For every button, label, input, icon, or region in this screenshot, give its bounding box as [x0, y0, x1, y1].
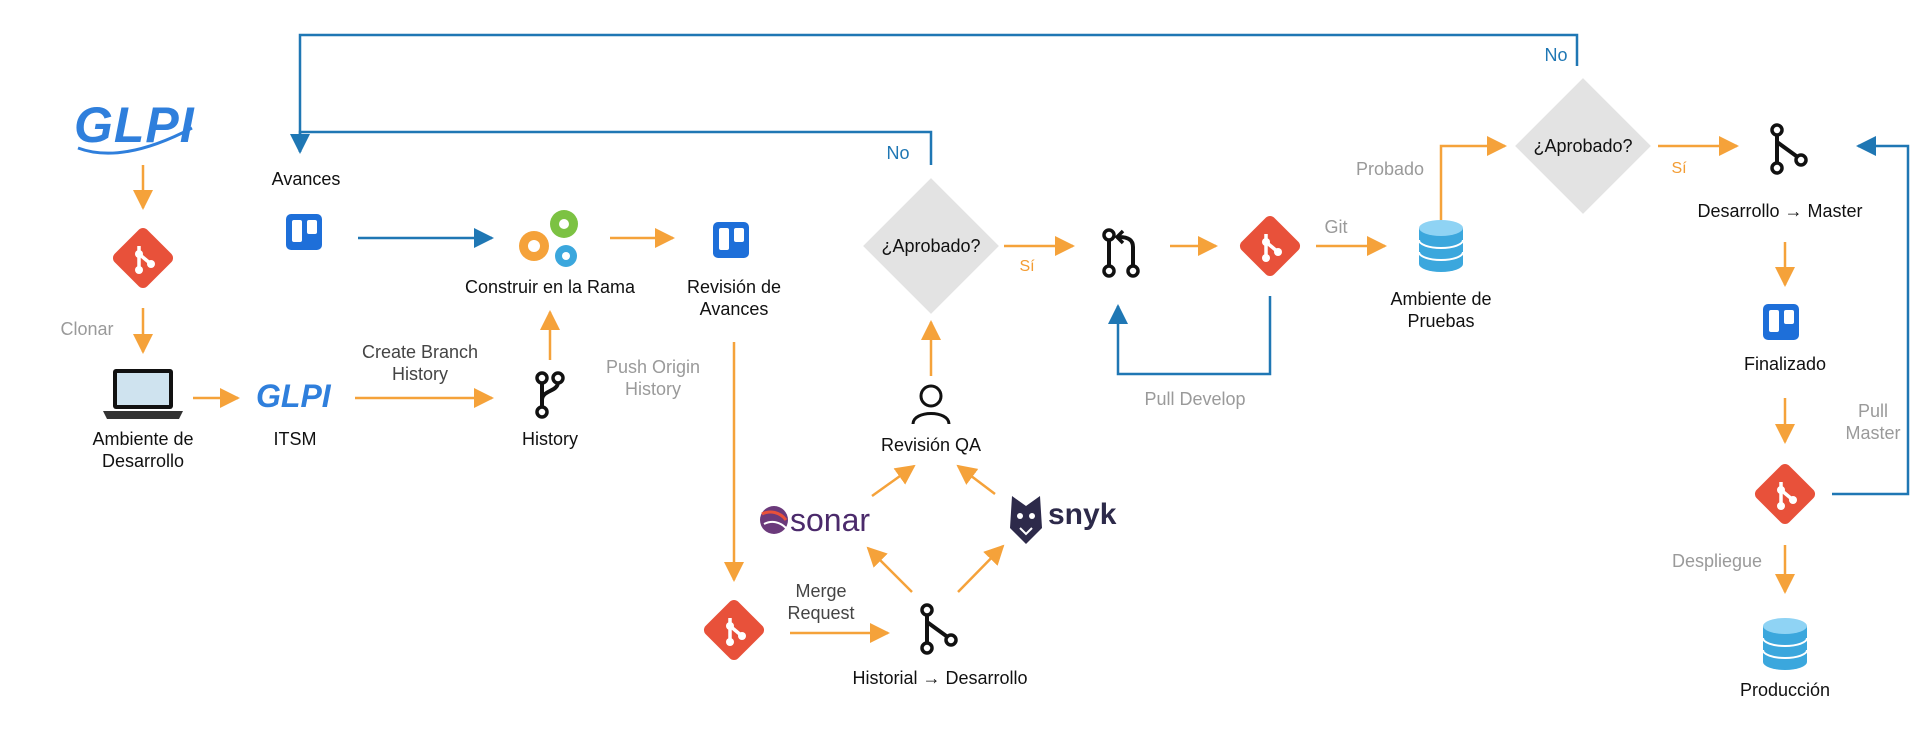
git-icon [1750, 459, 1820, 529]
edge-label-despliegue: Despliegue [1671, 551, 1763, 571]
label-produccion: Producción [1739, 680, 1831, 700]
edge-label-pull-develop: Pull Develop [1144, 389, 1246, 409]
label-revision-avances: Revisión de Avances [686, 277, 782, 319]
edge-merge-sonar [866, 546, 913, 593]
git-icon [108, 223, 178, 293]
git-icon [699, 595, 769, 665]
edge-sonar-qa [871, 464, 916, 498]
laptop-icon [103, 369, 183, 419]
edge-label-no-1: No [886, 143, 910, 163]
label-revision-qa: Revisión QA [880, 435, 982, 455]
trello-icon [286, 214, 322, 250]
user-icon [911, 384, 951, 425]
edge-pull-develop [1108, 296, 1272, 376]
trello-icon [713, 222, 749, 258]
edge-no-loop-outer [290, 33, 1579, 154]
edge-label-probado: Probado [1355, 159, 1425, 179]
database-icon [1762, 617, 1808, 671]
glpi-logo-small: GLPI [256, 378, 331, 414]
database-icon [1418, 219, 1464, 273]
edge-no-loop-inner [298, 130, 933, 165]
glpi-logo-swoosh [77, 126, 193, 155]
merge-icon [1770, 123, 1808, 175]
label-finalizado: Finalizado [1743, 354, 1827, 374]
git-icon [1235, 211, 1305, 281]
edge-label-no-2: No [1544, 45, 1568, 65]
edge-merge-snyk [957, 544, 1005, 593]
edge-label-merge-request: Merge Request [787, 581, 855, 623]
decision-label-2: ¿Aprobado? [1533, 136, 1633, 156]
label-desarrollo-master: Desarrollo → Master [1697, 201, 1863, 221]
sonar-logo-text: sonar [790, 502, 871, 538]
pull-request-icon [1102, 228, 1140, 278]
trello-icon [1763, 304, 1799, 340]
edge-label-si-2: Sí [1671, 160, 1687, 177]
glpi-logo: GLPI [74, 97, 195, 153]
edge-label-create-branch: Create Branch History [361, 342, 479, 384]
snyk-logo-text: snyk [1048, 498, 1117, 531]
label-ambiente-pruebas: Ambiente de Pruebas [1390, 289, 1492, 331]
edge-label-git: Git [1324, 217, 1348, 237]
label-historial-desarrollo: Historial → Desarrollo [852, 668, 1028, 688]
decision-diamond-1 [863, 178, 999, 314]
snyk-logo [1010, 496, 1042, 544]
label-construir-rama: Construir en la Rama [464, 277, 636, 297]
edge-snyk-qa [956, 464, 996, 495]
merge-icon [920, 603, 958, 655]
edge-label-si-1: Sí [1019, 258, 1035, 275]
edge-label-pull-master: Pull Master [1845, 401, 1901, 443]
label-itsm: ITSM [273, 429, 317, 449]
edge-label-push-origin: Push Origin History [605, 357, 701, 399]
edge-label-clonar: Clonar [60, 319, 114, 339]
label-history: History [521, 429, 578, 449]
decision-label-1: ¿Aprobado? [881, 236, 981, 256]
label-avances: Avances [271, 169, 341, 189]
label-ambiente-desarrollo: Ambiente de Desarrollo [92, 429, 194, 471]
edge-probado [1439, 136, 1507, 222]
branch-icon [535, 371, 565, 419]
sonar-logo [760, 506, 788, 534]
gears-icon [519, 210, 578, 267]
edge-pull-master [1832, 136, 1910, 496]
